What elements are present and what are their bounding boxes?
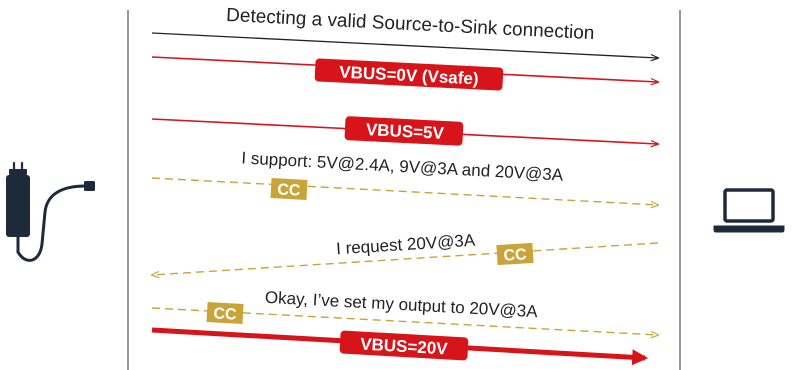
cc-badge-request-label: CC bbox=[503, 246, 528, 264]
msg-request-arrow bbox=[152, 242, 659, 275]
cc-badge-okay bbox=[206, 302, 244, 324]
msg-detect-arrow bbox=[151, 32, 658, 58]
power-adapter-icon bbox=[6, 161, 95, 262]
msg-vbus5: VBUS=5V bbox=[151, 116, 658, 146]
msg-okay-label: Okay, I’ve set my output to 20V@3A bbox=[264, 288, 538, 322]
vbus5-label: VBUS=5V bbox=[366, 120, 445, 143]
msg-request: I request 20V@3A CC bbox=[152, 231, 659, 275]
vbus20-badge bbox=[339, 330, 469, 361]
msg-okay: Okay, I’ve set my output to 20V@3A CC bbox=[151, 288, 658, 335]
msg-support: I support: 5V@2.4A, 9V@3A and 20V@3A CC bbox=[151, 148, 658, 205]
vbus20-label: VBUS=20V bbox=[360, 335, 449, 359]
msg-detect: Detecting a valid Source-to-Sink connect… bbox=[151, 5, 658, 58]
msg-detect-label: Detecting a valid Source-to-Sink connect… bbox=[226, 5, 595, 44]
cc-badge-support bbox=[270, 178, 308, 200]
msg-support-arrow bbox=[151, 177, 658, 205]
cc-badge-request bbox=[496, 242, 534, 266]
msg-vbus20: VBUS=20V bbox=[151, 327, 649, 366]
msg-vbus0: VBUS=0V (Vsafe) bbox=[151, 56, 658, 91]
laptop-icon bbox=[713, 188, 785, 233]
msg-request-label: I request 20V@3A bbox=[336, 231, 477, 259]
cc-badge-support-label: CC bbox=[277, 181, 301, 199]
vbus0-badge bbox=[314, 58, 504, 91]
vbus5-badge bbox=[344, 116, 464, 146]
cc-badge-okay-label: CC bbox=[213, 305, 237, 323]
